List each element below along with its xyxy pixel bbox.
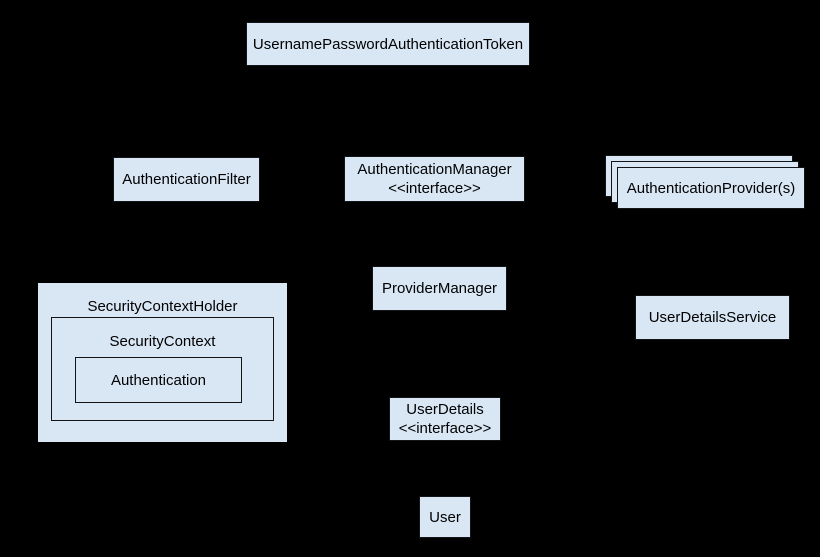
user-details-service-node-label: UserDetailsService [648,309,777,326]
authentication-manager-node-label-2: <<interface>> [388,180,481,197]
provider-manager-node[interactable]: ProviderManager [372,266,507,311]
user-node[interactable]: User [419,496,471,538]
security-context-holder-node-label: SecurityContextHolder [87,298,238,315]
authentication-providers-node[interactable]: AuthenticationProvider(s) [617,167,805,209]
authentication-manager-node-label-1: AuthenticationManager [357,161,512,178]
authentication-providers-node-label: AuthenticationProvider(s) [626,179,796,197]
provider-manager-node-label: ProviderManager [381,280,498,297]
authentication-manager-node[interactable]: AuthenticationManager <<interface>> [344,156,525,202]
authentication-filter-node-label: AuthenticationFilter [122,171,251,188]
user-node-label: User [429,508,461,526]
security-context-node-label: SecurityContext [109,333,216,350]
authentication-filter-node[interactable]: AuthenticationFilter [113,157,260,202]
user-details-node[interactable]: UserDetails <<interface>> [389,397,501,441]
authentication-node-label: Authentication [110,371,207,389]
username-password-authentication-token-node-label: UsernamePasswordAuthenticationToken [252,35,524,53]
authentication-node[interactable]: Authentication [75,357,242,403]
user-details-service-node[interactable]: UserDetailsService [635,295,790,340]
user-details-node-label-2: <<interface>> [398,420,492,437]
user-details-node-label-1: UserDetails [406,401,484,418]
username-password-authentication-token-node[interactable]: UsernamePasswordAuthenticationToken [246,22,530,66]
